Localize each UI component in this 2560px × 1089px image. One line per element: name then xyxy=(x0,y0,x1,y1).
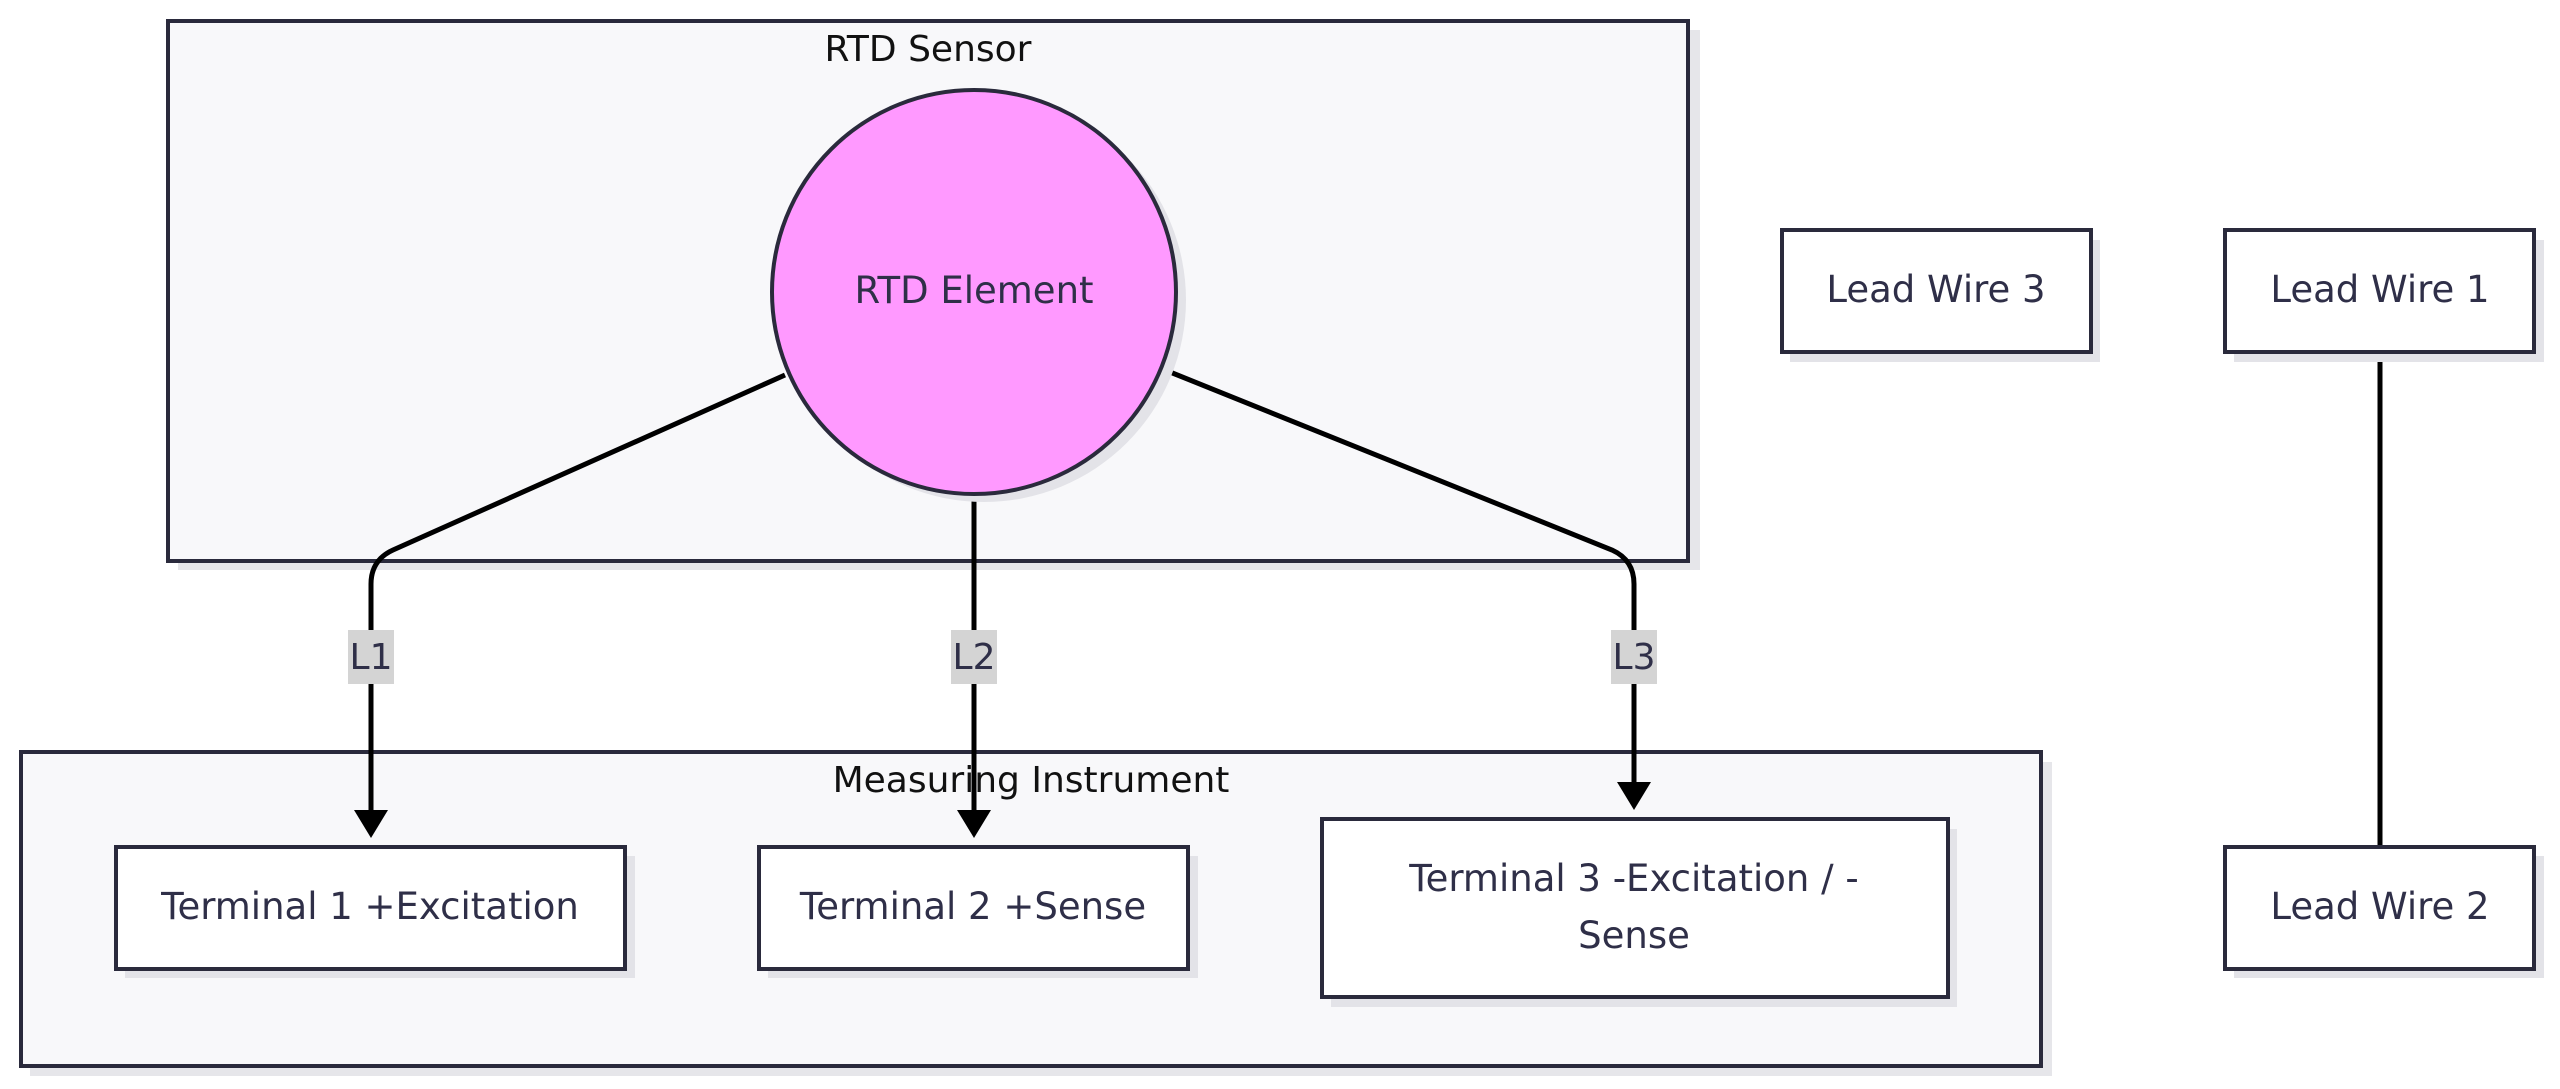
edge-label-l3: L3 xyxy=(1613,637,1656,678)
terminal-1-label: Terminal 1 +Excitation xyxy=(160,885,579,928)
edge-label-l3-bg xyxy=(1611,630,1657,684)
rtd-element-label: RTD Element xyxy=(854,269,1093,312)
lead-wire-2-label: Lead Wire 2 xyxy=(2270,885,2489,928)
edge-l1-arrowhead xyxy=(354,810,388,838)
rtd-sensor-title: RTD Sensor xyxy=(825,29,1032,70)
edge-label-l2-bg xyxy=(951,630,997,684)
measuring-instrument-title: Measuring Instrument xyxy=(833,760,1230,801)
terminal-2-node: Terminal 2 +Sense xyxy=(757,845,1198,978)
edge-l2-arrowhead xyxy=(957,810,991,838)
lead-wire-1-node: Lead Wire 1 xyxy=(2223,228,2544,362)
edge-l1 xyxy=(368,372,787,810)
edge-labels: L1 L2 L3 xyxy=(348,630,1657,684)
lead-wire-1-label: Lead Wire 1 xyxy=(2270,268,2489,311)
lead-wire-3-node: Lead Wire 3 xyxy=(1780,228,2100,362)
terminal-3-node: Terminal 3 -Excitation / - Sense xyxy=(1320,817,1957,1007)
terminal-3-label-line-1: Terminal 3 -Excitation / - xyxy=(1408,857,1858,900)
terminal-3-label-line-2: Sense xyxy=(1578,914,1690,957)
terminal-2-label: Terminal 2 +Sense xyxy=(799,885,1146,928)
terminal-1-node: Terminal 1 +Excitation xyxy=(114,845,635,978)
edge-l3 xyxy=(1159,365,1637,782)
rtd-element-node: RTD Element xyxy=(770,88,1186,502)
lead-wire-3-label: Lead Wire 3 xyxy=(1826,268,2045,311)
edge-l3-arrowhead xyxy=(1617,782,1651,810)
edge-label-l1-bg xyxy=(348,630,394,684)
lead-wire-2-node: Lead Wire 2 xyxy=(2223,845,2544,978)
edge-label-l2: L2 xyxy=(953,637,996,678)
edge-label-l1: L1 xyxy=(350,637,393,678)
